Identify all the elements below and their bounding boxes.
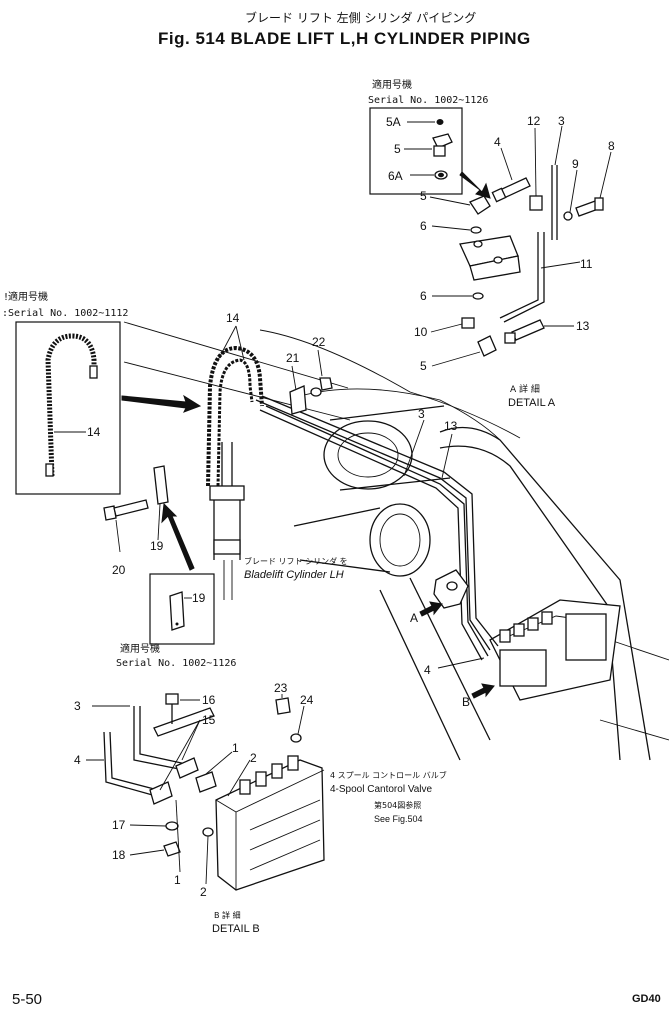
label-arrow-b: B — [462, 695, 470, 709]
inset-a-label-5a: 5A — [386, 115, 401, 129]
detail-a-callout-4: 4 — [494, 135, 501, 149]
detail-a-callout-10: 10 — [414, 325, 428, 339]
detail-b-callout-1-lower: 1 — [174, 873, 181, 887]
detail-b-caption: DETAIL B — [212, 923, 260, 935]
main-callout-20: 20 — [112, 563, 126, 577]
main-callout-13: 13 — [444, 419, 458, 433]
inset-left-hose — [45, 333, 98, 477]
detail-a-caption: DETAIL A — [508, 397, 556, 409]
detail-a-leaders — [429, 125, 612, 367]
detail-a-callout-5-lower: 5 — [420, 359, 427, 373]
detail-b-assembly — [103, 693, 325, 891]
inset-19-label: 19 — [192, 591, 206, 605]
detail-b-callout-4: 4 — [74, 753, 81, 767]
main-leaders — [115, 325, 485, 669]
inset-left-pointer-arrow — [121, 394, 202, 413]
cylinder-label-japanese: ブレード リフト シリンダ を — [244, 556, 348, 566]
detail-a-callout-13: 13 — [576, 319, 590, 333]
inset-19-applicable: 適用号機 — [120, 642, 160, 655]
detail-a-callout-11: 11 — [580, 257, 593, 271]
inset-a-elbow-fitting — [432, 119, 453, 180]
detail-b-callout-24: 24 — [300, 693, 314, 707]
main-callout-21: 21 — [286, 351, 300, 365]
main-pipes — [255, 395, 499, 661]
inset-19-pointer-arrow — [161, 502, 195, 571]
page-number: 5-50 — [12, 991, 42, 1008]
main-callout-22: 22 — [312, 335, 326, 349]
inset-left-label-14: 14 — [87, 425, 101, 439]
detail-b-callout-15: 15 — [202, 713, 216, 727]
inset-left-applicable: !適用号機 — [4, 290, 48, 303]
main-callout-4: 4 — [424, 663, 431, 677]
detail-b-callout-23: 23 — [274, 681, 288, 695]
inset-a-pointer-arrow — [459, 171, 491, 199]
inset-a-box — [369, 107, 463, 195]
detail-a-callout-6: 6 — [420, 219, 427, 233]
detail-b-leaders — [86, 694, 305, 885]
detail-b-callout-1: 1 — [232, 741, 239, 755]
inset-a-label-5: 5 — [394, 142, 401, 156]
arrow-a — [419, 601, 443, 617]
figure-title: Fig. 514 BLADE LIFT L,H CYLINDER PIPING — [158, 29, 531, 48]
arrow-b — [471, 683, 495, 699]
detail-a-caption-japanese: A 詳 細 — [510, 383, 540, 395]
valve-label: 4-Spool Cantorol Valve — [330, 784, 433, 795]
detail-a-callout-8: 8 — [608, 139, 615, 153]
detail-b-callout-3: 3 — [74, 699, 81, 713]
main-spool-valve — [499, 611, 553, 643]
main-callout-3: 3 — [418, 407, 425, 421]
inset-19-clamp — [169, 591, 185, 631]
detail-b-callout-17: 17 — [112, 818, 126, 832]
valve-label-japanese: 4 スプール コントロール バルブ — [330, 770, 447, 780]
label-arrow-a: A — [410, 611, 418, 625]
detail-b-callout-2-lower: 2 — [200, 885, 207, 899]
detail-b-callout-2: 2 — [250, 751, 257, 765]
main-hoses-14 — [206, 345, 264, 487]
title-japanese: ブレード リフト 左側 シリンダ パイピング — [245, 10, 476, 25]
detail-a-callout-9: 9 — [572, 157, 579, 171]
detail-a-assembly — [459, 165, 604, 357]
cylinder-label: Bladelift Cylinder LH — [244, 569, 344, 581]
bracket-21 — [289, 377, 333, 415]
inset-19-serial: Serial No. 1002~1126 — [116, 658, 236, 669]
detail-a-callout-12: 12 — [527, 114, 541, 128]
inset-a-applicable: 適用号機 — [372, 78, 412, 91]
inset-a-serial: Serial No. 1002~1126 — [368, 95, 488, 106]
detail-b-callout-18: 18 — [112, 848, 126, 862]
inset-left-serial: :Serial No. 1002~1112 — [2, 308, 128, 319]
main-callout-14: 14 — [226, 311, 240, 325]
inset-a-label-6a: 6A — [388, 169, 403, 183]
detail-b-caption-japanese: B 詳 細 — [214, 910, 241, 920]
detail-b-callout-16: 16 — [202, 693, 216, 707]
main-detail-a-fitting — [433, 569, 469, 609]
valve-ref: See Fig.504 — [374, 814, 423, 824]
inset-left-box — [15, 321, 121, 495]
detail-a-callout-5: 5 — [420, 189, 427, 203]
valve-ref-japanese: 第504図参照 — [374, 800, 421, 810]
detail-a-callout-3: 3 — [558, 114, 565, 128]
clamp-19 — [103, 465, 169, 521]
model-code: GD40 — [632, 993, 661, 1005]
detail-a-callout-6-lower: 6 — [420, 289, 427, 303]
main-callout-19: 19 — [150, 539, 164, 553]
